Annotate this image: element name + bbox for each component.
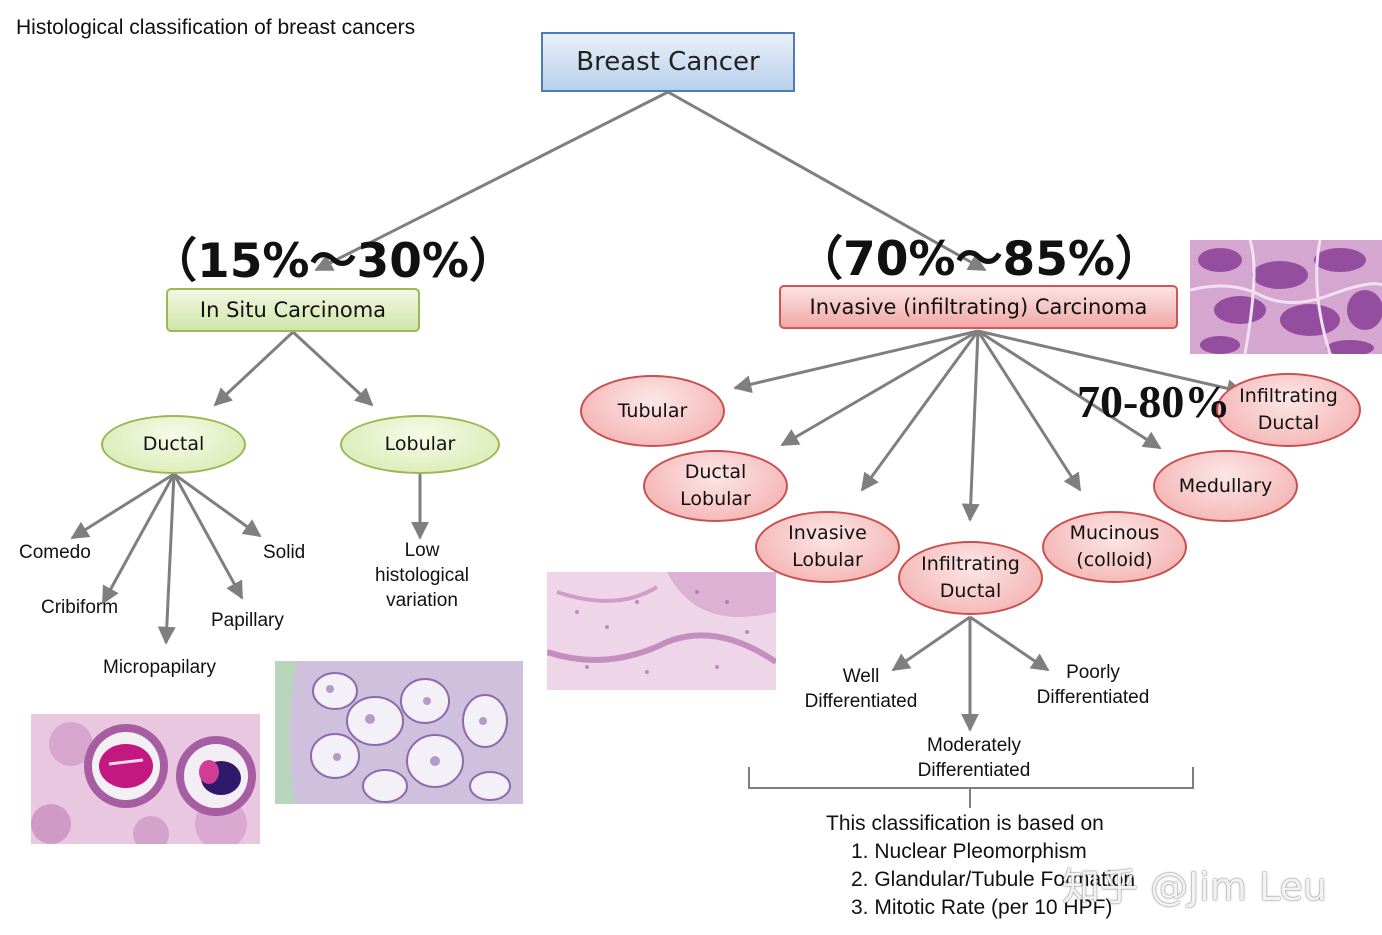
node-mucinous: Mucinous (colloid): [1042, 511, 1187, 583]
node-invasive-carcinoma: Invasive (infiltrating) Carcinoma: [779, 285, 1178, 329]
node-in-situ-label: In Situ Carcinoma: [199, 298, 387, 322]
lobular-note-line-2: histological: [375, 565, 469, 586]
page-title: Histological classification of breast ca…: [16, 16, 416, 39]
histology-image-comedo: [31, 714, 260, 844]
insitu-percent: （15%～30%）: [150, 234, 516, 289]
node-lobular: Lobular: [340, 415, 500, 474]
node-tubular-label: Tubular: [617, 399, 688, 422]
edge-ductal-micropapilary: [157, 473, 176, 645]
edge-insitu-lobular: [291, 330, 374, 407]
lobular-note-line-1: Low: [404, 540, 440, 561]
node-infiltrating-ductal-top-line-1: Infiltrating: [1239, 385, 1338, 407]
node-medullary: Medullary: [1153, 450, 1298, 522]
grade-moderately-line-1: Moderately: [927, 735, 1021, 756]
watermark: 知乎 @Jim Leu: [1062, 865, 1327, 909]
node-breast-cancer: Breast Cancer: [541, 32, 795, 92]
basis-item-3: 3. Mitotic Rate (per 10 HPF): [851, 896, 1113, 919]
node-infiltrating-ductal-top-line-2: Ductal: [1257, 412, 1320, 434]
edge-insitu-ductal: [213, 330, 295, 407]
node-ductal-lobular: Ductal Lobular: [643, 450, 788, 522]
leaf-papillary: Papillary: [211, 610, 284, 631]
histology-image-cribiform: [275, 661, 523, 804]
leaf-solid: Solid: [263, 542, 306, 563]
edge-invasive-mucinous: [976, 330, 1082, 492]
edge-invasive-invasive-lobular: [860, 330, 980, 492]
edge-invasive-infiltrating-top: [977, 329, 1245, 398]
node-breast-cancer-label: Breast Cancer: [576, 47, 760, 77]
leaf-micropapilary: Micropapilary: [103, 657, 216, 678]
lobular-note: Low histological variation: [360, 538, 484, 613]
grade-well-differentiated: Well Differentiated: [786, 664, 936, 714]
edge-grade-well: [891, 615, 971, 672]
basis-intro: This classification is based on: [826, 812, 1104, 835]
histology-image-infiltrating-ductal: [1190, 240, 1382, 354]
edge-ductal-papillary: [172, 473, 244, 600]
edge-ductal-comedo: [70, 472, 175, 540]
leaf-comedo: Comedo: [19, 542, 91, 563]
node-ductal-lobular-line-2: Lobular: [680, 488, 751, 510]
edge-invasive-medullary: [977, 329, 1162, 450]
grade-well-line-2: Differentiated: [804, 691, 918, 712]
grade-poorly-line-1: Poorly: [1066, 662, 1120, 683]
edge-invasive-ductal-lobular: [780, 329, 979, 447]
edge-invasive-tubular: [733, 329, 979, 394]
grade-moderately-differentiated: Moderately Differentiated: [899, 733, 1049, 783]
grade-poorly-differentiated: Poorly Differentiated: [1018, 660, 1168, 710]
node-invasive-lobular-line-1: Invasive: [788, 522, 867, 544]
node-invasive-lobular: Invasive Lobular: [755, 511, 900, 583]
edge-ductal-solid: [173, 472, 262, 538]
basis-item-2: 2. Glandular/Tubule Formation: [851, 868, 1136, 891]
edge-root-invasive: [667, 90, 987, 272]
basis-item-1: 1. Nuclear Pleomorphism: [851, 840, 1087, 863]
lobular-note-line-3: variation: [386, 590, 458, 611]
node-infiltrating-ductal-line-1: Infiltrating: [921, 553, 1020, 575]
node-in-situ-carcinoma: In Situ Carcinoma: [166, 288, 420, 332]
leaf-cribiform: Cribiform: [41, 597, 119, 618]
infiltrating-ductal-percent: 70-80%: [1077, 376, 1231, 427]
node-medullary-label: Medullary: [1178, 474, 1273, 497]
node-infiltrating-ductal: Infiltrating Ductal: [898, 541, 1043, 615]
edge-ductal-cribiform: [101, 473, 176, 605]
node-ductal-lobular-line-1: Ductal: [684, 461, 747, 483]
node-lobular-label: Lobular: [384, 433, 456, 455]
node-ductal-label: Ductal: [142, 433, 205, 455]
edge-grade-poorly: [969, 615, 1050, 672]
invasive-percent: （70%～85%）: [796, 232, 1162, 287]
node-mucinous-line-2: (colloid): [1076, 549, 1153, 571]
grade-brace: [748, 767, 1194, 808]
histology-image-invasive-lobular: [547, 572, 776, 690]
grade-poorly-line-2: Differentiated: [1036, 687, 1150, 708]
edge-invasive-infiltrating-ductal: [961, 330, 980, 522]
node-invasive-lobular-line-2: Lobular: [792, 549, 863, 571]
node-tubular: Tubular: [580, 375, 725, 447]
edge-root-insitu: [314, 90, 669, 272]
node-infiltrating-ductal-line-2: Ductal: [939, 580, 1002, 602]
node-mucinous-line-1: Mucinous: [1069, 522, 1160, 544]
grade-moderately-line-2: Differentiated: [917, 760, 1031, 781]
node-invasive-label: Invasive (infiltrating) Carcinoma: [809, 295, 1148, 319]
node-ductal: Ductal: [101, 415, 246, 474]
grade-well-line-1: Well: [842, 666, 880, 687]
classification-basis: This classification is based on 1. Nucle…: [826, 810, 1135, 922]
node-infiltrating-ductal-top: Infiltrating Ductal: [1216, 373, 1361, 447]
